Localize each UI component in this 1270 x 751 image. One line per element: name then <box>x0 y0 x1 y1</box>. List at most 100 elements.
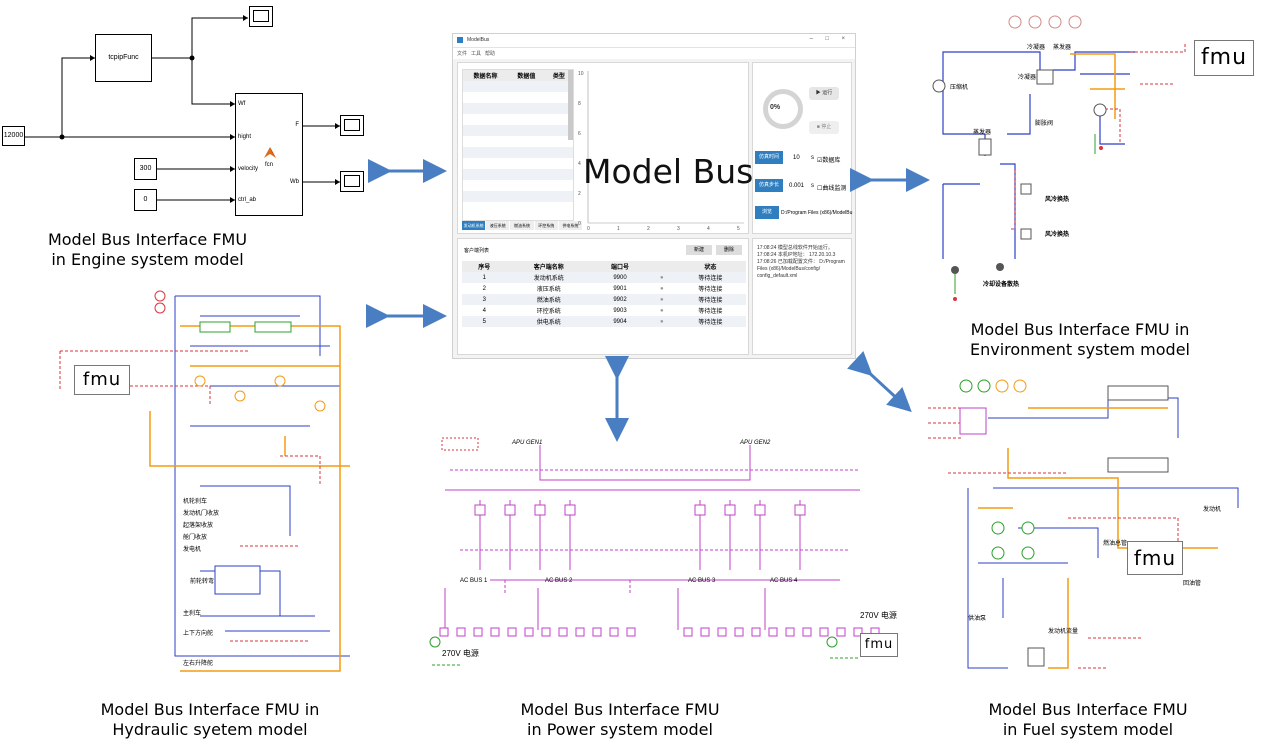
power-label-bus4: AC BUS 4 <box>770 578 798 584</box>
browse-button[interactable]: 浏览 <box>755 206 779 219</box>
fcn-label: fcn <box>265 162 274 168</box>
fmu-block-environment: fmu <box>1194 40 1254 76</box>
caption-power-line1: Model Bus Interface FMU <box>520 700 720 719</box>
sim-time-unit: s <box>811 155 814 161</box>
stop-button-label: 停止 <box>821 124 832 130</box>
database-checkbox[interactable]: ☑数据库 <box>817 158 841 164</box>
tab-hydraulic[interactable]: 液压系统 <box>486 221 510 230</box>
curve-monitor-checkbox-label: 曲线监测 <box>822 186 847 192</box>
data-table-grid: 数据名称数据值类型 <box>463 70 573 213</box>
tab-env[interactable]: 环控系统 <box>534 221 558 230</box>
caption-environment-line2: Environment system model <box>970 340 1190 359</box>
env-label-condenser: 冷凝器 <box>1018 75 1037 81</box>
power-load-symbol <box>439 627 449 637</box>
power-load-symbol <box>541 627 551 637</box>
caption-environment: Model Bus Interface FMU in Environment s… <box>950 320 1210 360</box>
port-hight: hight <box>238 134 252 140</box>
delete-client-button[interactable]: 删除 <box>716 245 742 255</box>
sim-time-value[interactable]: 10 <box>793 155 800 161</box>
close-icon[interactable]: × <box>841 36 845 42</box>
power-load-symbol <box>507 627 517 637</box>
fuel-label-flow: 发动机流量 <box>1048 629 1079 635</box>
env-label-top-2: 蒸发器 <box>1053 45 1072 51</box>
client-list-title: 客户端列表 <box>464 248 490 254</box>
caption-fuel-line2: in Fuel system model <box>1002 720 1174 739</box>
port-ctrl-ab: ctrl_ab <box>238 197 257 203</box>
menu-help[interactable]: 帮助 <box>485 51 496 57</box>
env-label-evap: 蒸发器 <box>973 130 992 136</box>
scope-block-top <box>249 6 273 27</box>
model-bus-window: ModelBus – □ × 文件 工具 帮助 数据名称数据值类型 发动机系统 … <box>452 33 856 359</box>
sim-time-label: 仿真时间 <box>755 151 783 164</box>
power-label-270v-left: 270V 电源 <box>442 649 479 658</box>
scope-block-f <box>340 115 364 136</box>
sim-step-value[interactable]: 0.001 <box>789 183 805 189</box>
col-status: 状态 <box>674 261 746 272</box>
power-load-symbol <box>700 627 710 637</box>
col-data-value: 数据值 <box>508 70 545 81</box>
menu-file[interactable]: 文件 <box>457 51 468 57</box>
caption-engine-line1: Model Bus Interface FMU <box>47 230 248 249</box>
engine-model-diagram: 12000 tcpipFunc 300 0 Wf hight velocity … <box>0 0 370 225</box>
power-label-bus2: AC BUS 2 <box>545 578 573 584</box>
matlab-logo-icon <box>264 147 276 158</box>
log-panel: 17:08:24 模型总线软件开始运行。 17:08:24 本机IP地址： 17… <box>752 238 852 355</box>
port-f: F <box>295 122 299 128</box>
port-velocity: velocity <box>238 166 259 172</box>
hyd-label-1: 机轮刹车 <box>183 499 208 505</box>
env-label-aircool-1: 风冷换热 <box>1045 197 1070 203</box>
hydraulic-schematic <box>59 290 350 672</box>
tab-power[interactable]: 供电系统 <box>558 221 583 230</box>
env-label-valve: 膨胀阀 <box>1035 121 1054 127</box>
power-load-symbol <box>802 627 812 637</box>
power-label-bus3: AC BUS 3 <box>688 578 716 584</box>
minimize-icon[interactable]: – <box>809 36 813 42</box>
run-button[interactable]: ▶ 运行 <box>809 87 839 100</box>
constant-block-ctrl: 0 <box>134 189 157 211</box>
col-data-name: 数据名称 <box>463 70 509 81</box>
fmu-block-hydraulic: fmu <box>74 365 130 395</box>
hyd-label-7: 主刹车 <box>183 611 202 617</box>
maximize-icon[interactable]: □ <box>825 36 829 42</box>
y-tick-label: 4 <box>578 161 581 167</box>
tab-engine[interactable]: 发动机系统 <box>462 221 486 230</box>
new-client-button[interactable]: 新建 <box>686 245 712 255</box>
log-line: config_default.xml <box>757 273 798 279</box>
path-field[interactable]: D:/Program Files (x86)/ModelBu <box>781 210 853 216</box>
caption-engine: Model Bus Interface FMU in Engine system… <box>30 230 265 270</box>
caption-environment-line1: Model Bus Interface FMU in <box>970 320 1190 339</box>
curve-monitor-checkbox[interactable]: ☐曲线监测 <box>817 186 847 192</box>
title-bar: ModelBus – □ × <box>453 34 855 48</box>
hydraulic-model-diagram: fmu 机轮刹车 发动机门收放 起落架收放 舱门收放 发电机 前轮转弯 主刹车 … <box>50 286 365 681</box>
scrollbar[interactable] <box>568 70 573 140</box>
power-label-apu1: APU GEN1 <box>512 440 543 446</box>
env-label-aircool-2: 风冷换热 <box>1045 232 1070 238</box>
stop-button[interactable]: ■ 停止 <box>809 121 839 134</box>
fuel-label-manifold: 燃油总管 <box>1103 541 1128 547</box>
constant-block-12000: 12000 <box>2 126 25 146</box>
run-button-label: 运行 <box>822 90 833 96</box>
environment-schematic <box>932 15 1186 301</box>
fmu-logo: fmu <box>1133 546 1177 570</box>
power-load-symbol <box>683 627 693 637</box>
environment-model-diagram: 压缩机 冷凝器 膨胀阀 蒸发器 风冷换热 风冷换热 冷却设备散热 冷凝器 蒸发器… <box>915 14 1265 304</box>
engine-wires <box>25 15 340 203</box>
power-load-symbol <box>524 627 534 637</box>
env-label-top-1: 冷凝器 <box>1027 45 1046 51</box>
power-load-symbol <box>592 627 602 637</box>
hyd-label-6: 前轮转弯 <box>190 579 215 585</box>
port-wf: Wf <box>238 101 246 107</box>
log-line: 17:08:24 本机IP地址： 172.20.10.3 <box>757 252 836 258</box>
power-model-diagram: APU GEN1 APU GEN2 AC BUS 1 AC BUS 2 AC B… <box>420 430 900 690</box>
database-checkbox-label: 数据库 <box>822 158 841 164</box>
hyd-label-4: 舱门收放 <box>183 535 208 541</box>
power-label-apu2: APU GEN2 <box>740 440 771 446</box>
tab-fuel[interactable]: 燃油系统 <box>510 221 534 230</box>
port-wb: Wb <box>290 179 299 185</box>
menu-tools[interactable]: 工具 <box>471 51 482 57</box>
